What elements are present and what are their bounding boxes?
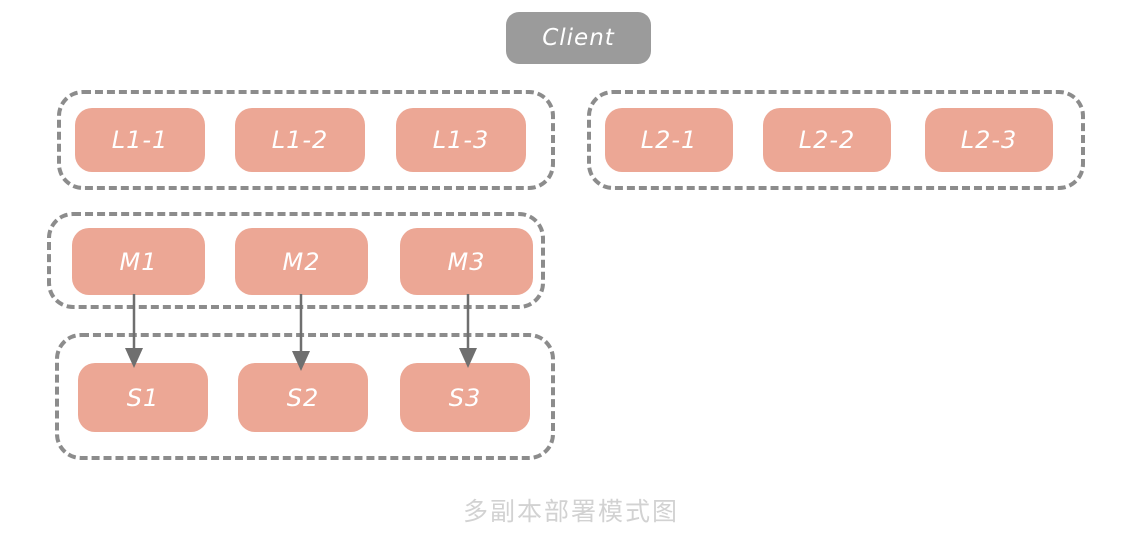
node-s3: S3 bbox=[400, 363, 530, 432]
replica-group-l1: L1-1 L1-2 L1-3 bbox=[57, 90, 555, 190]
node-s2: S2 bbox=[238, 363, 368, 432]
node-m3: M3 bbox=[400, 228, 533, 295]
diagram-caption: 多副本部署模式图 bbox=[462, 497, 679, 526]
slave-group: S1 S2 S3 bbox=[55, 333, 555, 460]
client-node: Client bbox=[506, 12, 651, 64]
node-s1: S1 bbox=[78, 363, 208, 432]
node-m2: M2 bbox=[235, 228, 368, 295]
node-l1-3: L1-3 bbox=[396, 108, 526, 172]
node-l2-3: L2-3 bbox=[925, 108, 1053, 172]
replica-group-l2: L2-1 L2-2 L2-3 bbox=[587, 90, 1085, 190]
node-l2-2: L2-2 bbox=[763, 108, 891, 172]
node-m1: M1 bbox=[72, 228, 205, 295]
node-l2-1: L2-1 bbox=[605, 108, 733, 172]
node-l1-1: L1-1 bbox=[75, 108, 205, 172]
node-l1-2: L1-2 bbox=[235, 108, 365, 172]
master-group: M1 M2 M3 bbox=[47, 212, 545, 309]
